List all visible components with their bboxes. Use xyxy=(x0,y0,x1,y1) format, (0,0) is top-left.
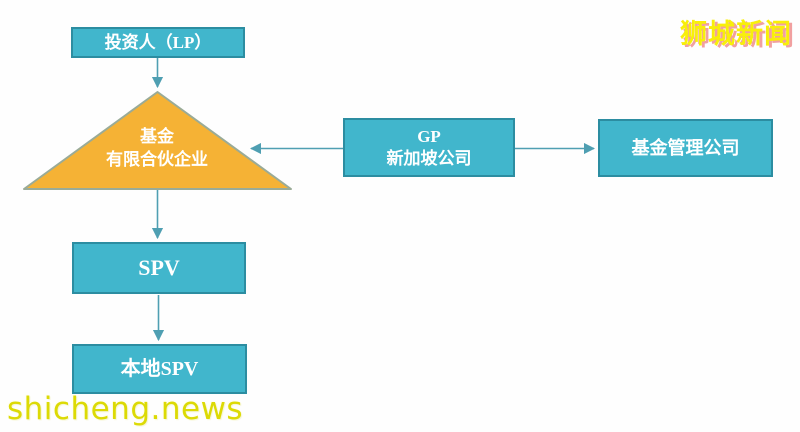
gp-label-line1: GP xyxy=(417,127,441,147)
fund-triangle-shape xyxy=(23,91,292,190)
node-gp-singapore: GP 新加坡公司 xyxy=(343,118,515,177)
gp-label-line2: 新加坡公司 xyxy=(386,148,472,168)
local-spv-label: 本地SPV xyxy=(120,357,199,380)
manager-label: 基金管理公司 xyxy=(631,137,740,158)
watermark-logo: 狮城新闻 xyxy=(680,19,792,49)
node-local-spv: 本地SPV xyxy=(72,344,247,394)
node-spv: SPV xyxy=(72,242,246,294)
watermark-site: shicheng.news xyxy=(7,391,244,427)
node-fund-management-company: 基金管理公司 xyxy=(598,119,773,177)
node-investor-lp: 投资人（LP） xyxy=(71,27,245,58)
spv-label: SPV xyxy=(138,255,180,281)
node-investor-lp-label: 投资人（LP） xyxy=(104,32,212,52)
